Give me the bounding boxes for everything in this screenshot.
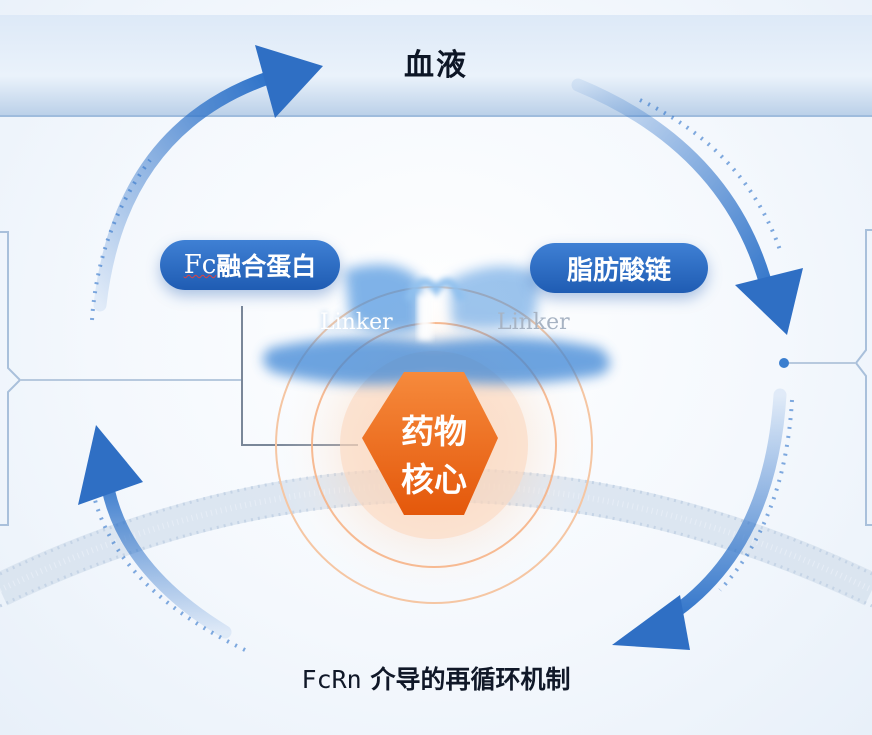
linker-label-right: Linker	[497, 310, 570, 335]
hexagon-core-icon	[362, 372, 498, 515]
side-panel-left	[0, 231, 242, 526]
side-panel-right	[779, 229, 872, 526]
blood-vessel-band	[0, 15, 872, 117]
fc-label-latin: Fc	[183, 250, 217, 280]
recycle-arrow-icon	[571, 78, 803, 335]
fc-label-cjk: 融合蛋白	[216, 252, 317, 281]
mechanism-caption: FcRn 介导的再循环机制	[0, 660, 872, 696]
recycle-arrow-icon	[90, 45, 323, 321]
mechanism-caption-latin: FcRn	[301, 665, 362, 694]
mechanism-caption-cjk: 介导的再循环机制	[361, 665, 571, 694]
fatty-acid-chain-pill: 脂肪酸链	[530, 243, 708, 293]
blurred-protein-icon	[262, 264, 610, 385]
linker-label-left: Linker	[320, 310, 393, 335]
drug-core-label: 药物 核心	[374, 408, 494, 504]
drug-core-label-line2: 核心	[401, 460, 467, 499]
blood-label: 血液	[404, 48, 468, 83]
recycle-arrow-icon	[78, 425, 246, 652]
recycle-arrow-icon	[612, 388, 794, 650]
drug-core-label-line1: 药物	[401, 412, 467, 451]
fatty-acid-chain-label: 脂肪酸链	[566, 255, 671, 286]
